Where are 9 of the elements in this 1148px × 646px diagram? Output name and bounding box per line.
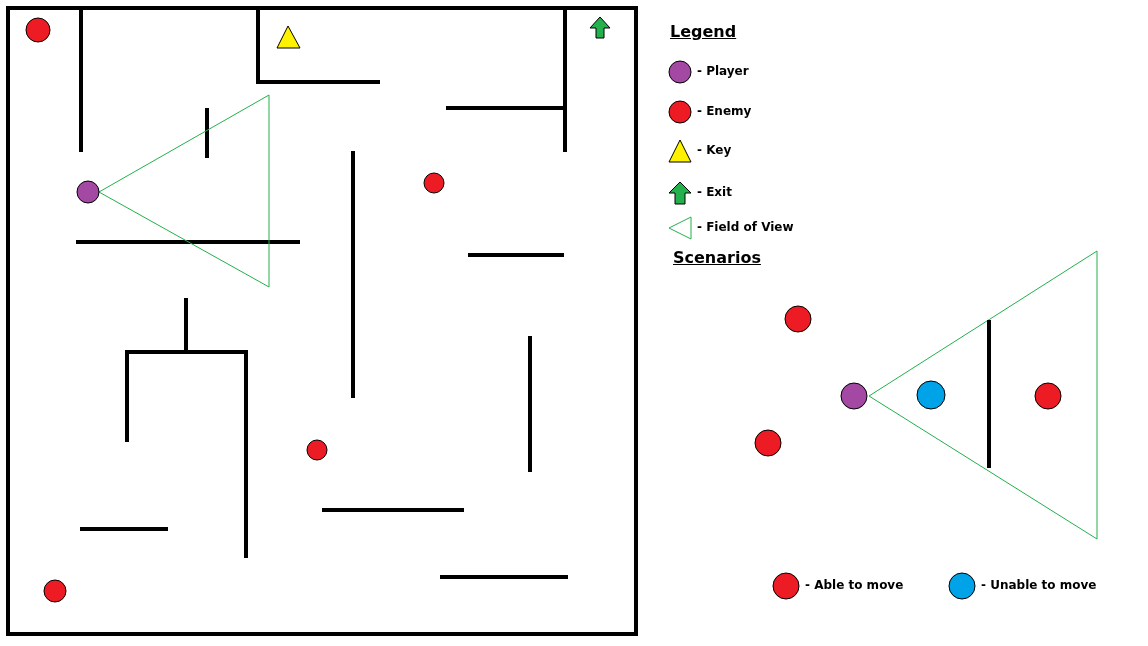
legend-label: - Unable to move [981, 578, 1097, 592]
legend-heading: Scenarios [673, 249, 761, 267]
legend-label: - Enemy [697, 104, 752, 118]
legend-label: - Field of View [697, 220, 794, 234]
legend-label: - Key [697, 143, 732, 157]
legend-heading: Legend [670, 23, 737, 41]
legend-label: - Exit [697, 185, 732, 199]
legend-label: - Able to move [805, 578, 904, 592]
legend-label: - Player [697, 64, 749, 78]
